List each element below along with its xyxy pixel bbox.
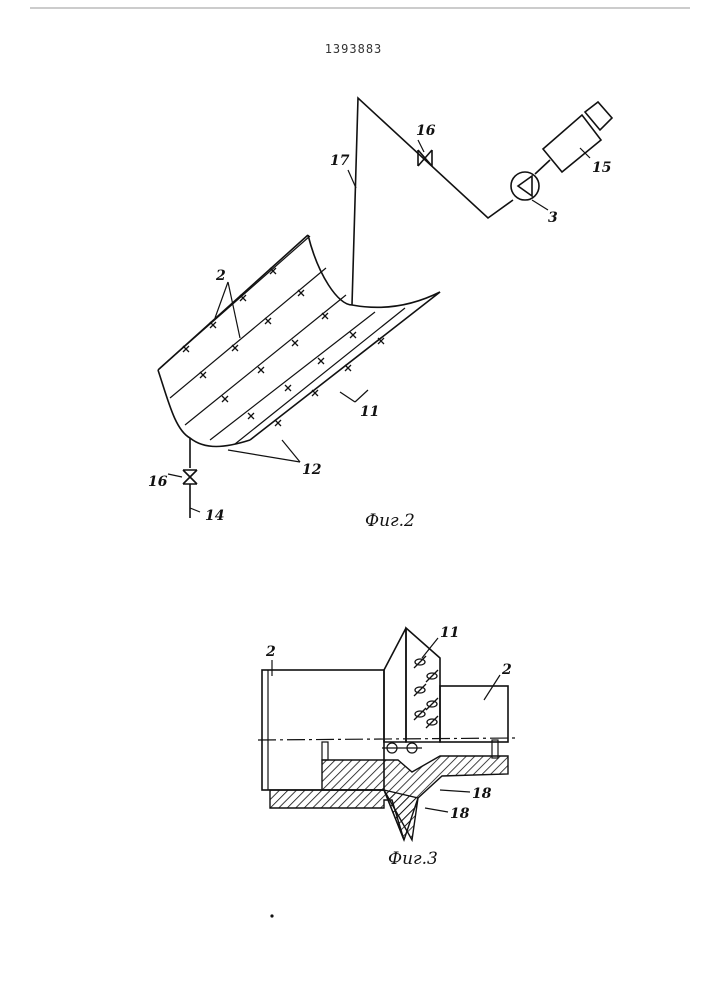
base-plate-section (270, 790, 404, 840)
label-18-bottom: 18 (450, 806, 470, 822)
label-2-left: 2 (265, 644, 276, 660)
center-axis (258, 738, 515, 740)
pump-shaft (535, 160, 550, 174)
label-11-fig3: 11 (440, 625, 459, 641)
figure-2: 2 17 16 3 15 11 12 16 14 Фиг.2 (148, 98, 612, 531)
label-11-fig2: 11 (360, 404, 379, 420)
valve-16-bottom (183, 470, 197, 484)
nozzle-body-left-face (384, 628, 406, 742)
label-3: 3 (548, 210, 558, 226)
figure-3: 11 2 2 18 18 Фиг.3 (258, 625, 515, 869)
trough-collector (158, 235, 440, 447)
pump-3 (511, 172, 539, 200)
leader-lines-fig2 (168, 140, 590, 512)
pipe-2-right (440, 686, 508, 742)
label-14: 14 (205, 508, 224, 524)
caption-fig3: Фиг.3 (388, 849, 438, 869)
label-15: 15 (592, 160, 611, 176)
speck (270, 914, 273, 917)
inline-nozzle-symbols (382, 743, 422, 753)
label-18-top: 18 (472, 786, 492, 802)
valve-16-top (418, 150, 432, 166)
label-2-right: 2 (501, 662, 512, 678)
caption-fig2: Фиг.2 (365, 511, 415, 531)
label-12: 12 (302, 462, 322, 478)
label-16-bottom: 16 (148, 474, 168, 490)
label-17: 17 (330, 153, 350, 169)
label-16-top: 16 (416, 123, 436, 139)
nozzle-holes-11 (414, 656, 438, 728)
label-2-fig2: 2 (215, 268, 226, 284)
